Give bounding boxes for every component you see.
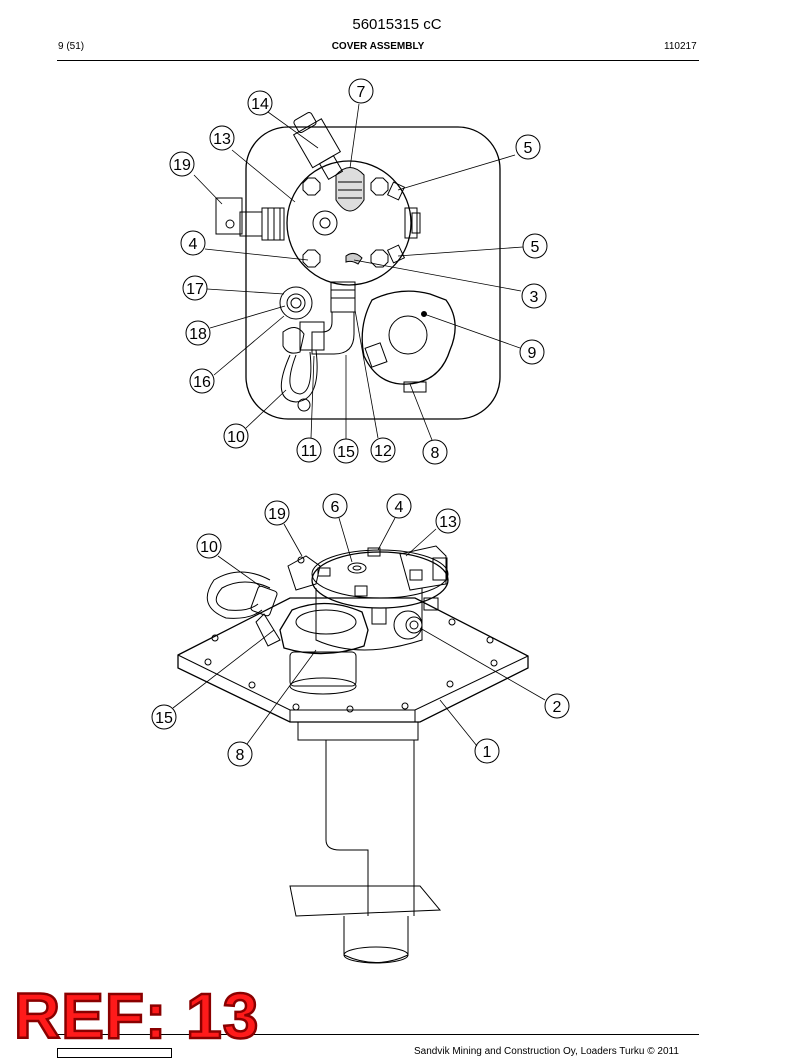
iso-callout-1: 1 xyxy=(483,744,492,761)
callout-12: 12 xyxy=(374,443,392,460)
page-number: 9 (51) xyxy=(58,41,85,52)
iso-callout-4: 4 xyxy=(395,499,404,516)
callout-19: 19 xyxy=(173,157,191,174)
callout-16: 16 xyxy=(193,374,211,391)
top-view-leaders xyxy=(193,103,524,441)
callout-15: 15 xyxy=(337,444,355,461)
document-number: 56015315 cC xyxy=(352,16,442,33)
callout-11: 11 xyxy=(301,443,318,460)
callout-8: 8 xyxy=(431,445,440,462)
top-view-callouts xyxy=(169,78,548,465)
iso-view-callouts xyxy=(151,493,570,767)
callout-13: 13 xyxy=(213,131,231,148)
iso-view-leaders xyxy=(172,517,546,747)
footer-rule xyxy=(57,1034,699,1035)
callout-17: 17 xyxy=(186,281,204,298)
callout-10: 10 xyxy=(227,429,245,446)
iso-callout-15: 15 xyxy=(155,710,173,727)
callout-5: 5 xyxy=(524,140,533,157)
callout-4: 4 xyxy=(189,236,198,253)
header-rule xyxy=(57,60,699,61)
date-code: 110217 xyxy=(664,41,697,52)
iso-callout-2: 2 xyxy=(553,699,562,716)
callout-18: 18 xyxy=(189,326,207,343)
callout-7: 7 xyxy=(357,84,366,101)
document-title: COVER ASSEMBLY xyxy=(331,41,425,52)
callout-14: 14 xyxy=(251,96,269,113)
iso-view-drawing xyxy=(177,545,529,964)
top-view-drawing xyxy=(215,112,501,420)
iso-callout-10: 10 xyxy=(200,539,218,556)
iso-callout-6: 6 xyxy=(331,499,340,516)
footer-copyright: Sandvik Mining and Construction Oy, Load… xyxy=(414,1046,679,1057)
callout-9: 9 xyxy=(528,345,537,362)
iso-callout-8: 8 xyxy=(236,747,245,764)
reference-stamp: REF: 13 xyxy=(13,980,260,1052)
iso-callout-19: 19 xyxy=(268,506,286,523)
callout-3: 3 xyxy=(530,289,539,306)
callout-5: 5 xyxy=(531,239,540,256)
iso-callout-13: 13 xyxy=(439,514,457,531)
